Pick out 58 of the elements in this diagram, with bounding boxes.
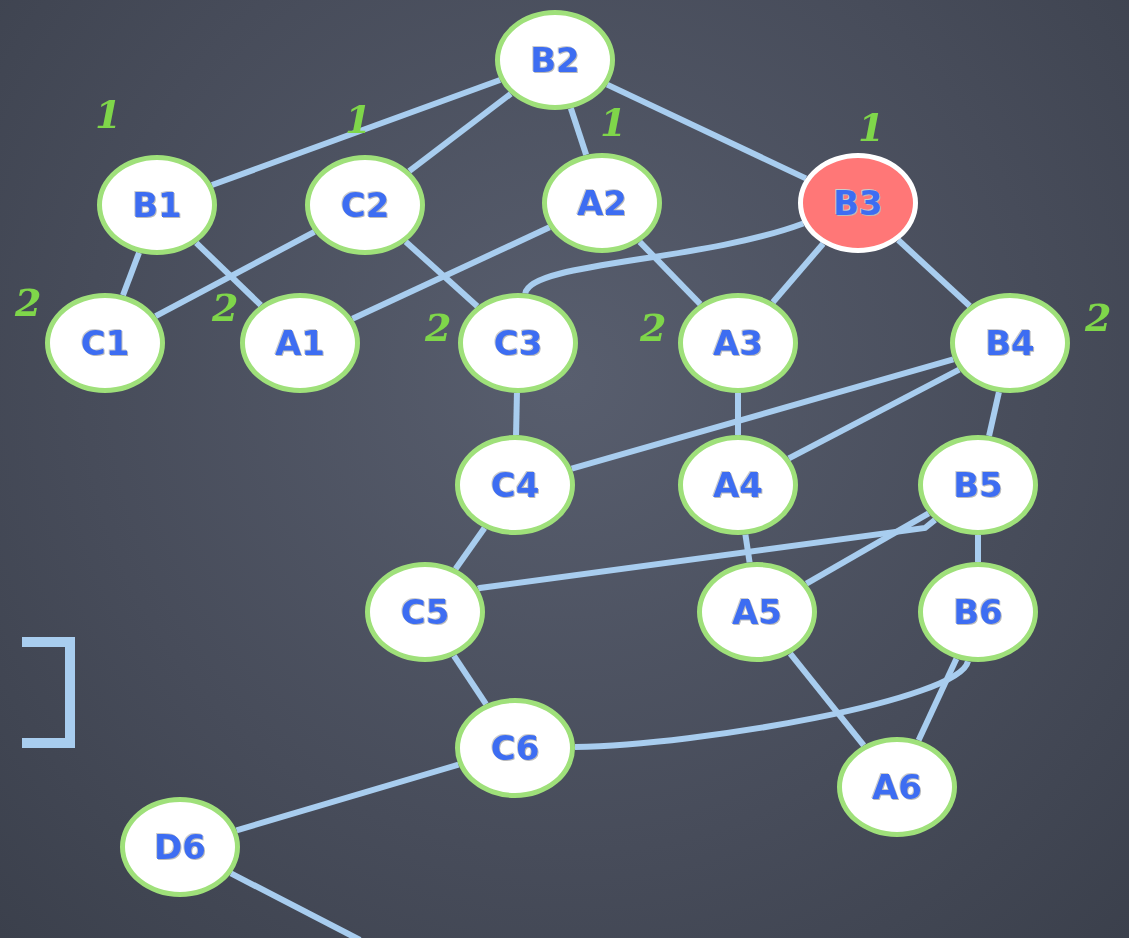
step-number: 2 (15, 280, 42, 325)
connector-line (451, 654, 489, 706)
node-label: B6 (953, 592, 1003, 632)
connector-line (477, 517, 937, 592)
connector-line (804, 510, 931, 587)
node-label: D6 (154, 827, 206, 867)
step-number: 2 (1085, 295, 1112, 340)
node-label: B5 (953, 465, 1003, 505)
node-label: A6 (872, 767, 922, 807)
connector-line (154, 229, 316, 319)
connector-line (770, 241, 826, 305)
connector-line (574, 659, 971, 751)
connector-line (351, 224, 551, 322)
connector-line (605, 81, 808, 182)
connector-line (975, 535, 981, 562)
step-number: 1 (345, 97, 372, 142)
connector-line (742, 534, 753, 563)
node-label: C6 (490, 728, 540, 768)
connector-line (637, 239, 703, 307)
node-label: C1 (80, 323, 130, 363)
step-number: 1 (95, 92, 122, 137)
node-label: C5 (400, 592, 450, 632)
connector-line (787, 651, 867, 748)
connector-line (735, 393, 741, 435)
node-ellipse (305, 155, 425, 255)
step-number: 1 (600, 100, 627, 145)
node-label: C3 (493, 323, 543, 363)
step-number: 1 (858, 105, 885, 150)
node-label: B4 (985, 323, 1035, 363)
connector-line (229, 870, 362, 938)
node-label: B3 (833, 183, 883, 223)
node-label: A4 (713, 465, 763, 505)
node-label: B1 (132, 185, 182, 225)
connector-line (896, 237, 972, 309)
node-label: C2 (340, 185, 390, 225)
connector-line (453, 526, 487, 571)
step-number: 2 (212, 285, 239, 330)
connector-line (513, 392, 520, 436)
connector-line (986, 391, 1002, 437)
node-label: A5 (732, 592, 782, 632)
node-label: A3 (713, 323, 763, 363)
node-label: C4 (490, 465, 540, 505)
connector-line (568, 107, 589, 156)
connector-line (403, 239, 480, 309)
node-label: A1 (275, 323, 325, 363)
node-label: A2 (577, 183, 627, 223)
connector-line (570, 356, 955, 472)
connector-line (194, 240, 263, 308)
connector-line (787, 366, 961, 462)
node-label: B2 (530, 40, 580, 80)
connector-line (407, 91, 513, 174)
step-number: 2 (425, 305, 452, 350)
connector-line (120, 251, 142, 297)
connector-line (915, 657, 960, 742)
step-number: 2 (640, 305, 667, 350)
connector-line (235, 761, 460, 834)
connector-line (522, 220, 805, 295)
connector-line (210, 77, 502, 188)
